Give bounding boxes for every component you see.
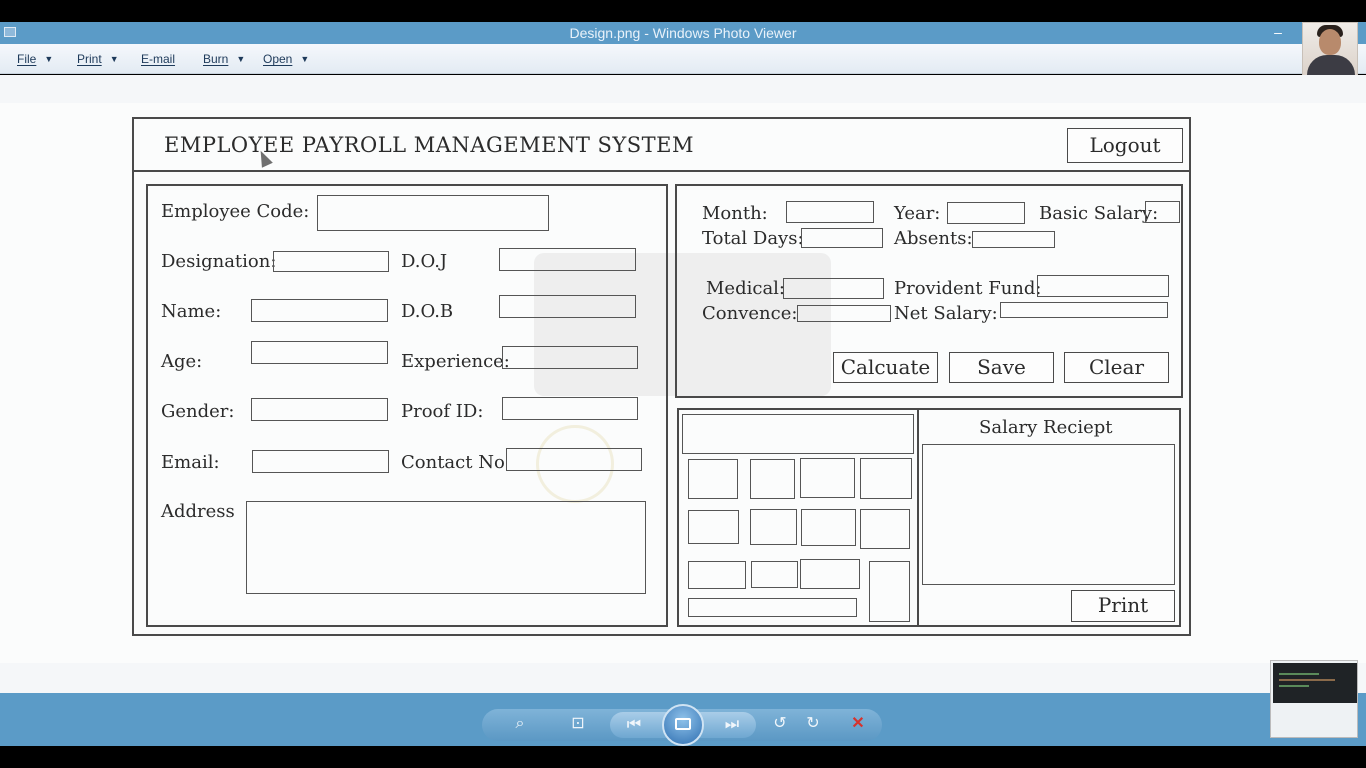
- label-contact-no: Contact No: [401, 452, 505, 473]
- image-canvas: [0, 75, 1366, 693]
- salary-receipt-area: [922, 444, 1175, 585]
- label-doj: D.O.J: [401, 251, 448, 272]
- minimize-button[interactable]: –: [1274, 24, 1282, 40]
- gender-field[interactable]: [251, 398, 388, 421]
- label-year: Year:: [894, 203, 941, 224]
- chevron-down-icon: ▼: [300, 54, 310, 64]
- net-salary-field[interactable]: [1000, 302, 1168, 318]
- label-absents: Absents:: [894, 228, 973, 249]
- chevron-down-icon: ▼: [236, 54, 246, 64]
- calculator-key[interactable]: [688, 598, 857, 617]
- menu-print[interactable]: Print ▼: [77, 52, 119, 66]
- experience-field[interactable]: [502, 346, 638, 369]
- basic-salary-field[interactable]: [1145, 201, 1180, 223]
- calculator-key[interactable]: [869, 561, 910, 622]
- save-button[interactable]: Save: [949, 352, 1054, 383]
- title-bar: Design.png - Windows Photo Viewer –: [0, 22, 1366, 44]
- calculator-key[interactable]: [800, 458, 855, 498]
- label-designation: Designation:: [161, 251, 277, 272]
- calculator-key[interactable]: [688, 561, 746, 589]
- logout-button[interactable]: Logout: [1067, 128, 1183, 163]
- label-month: Month:: [702, 203, 768, 224]
- taskbar-thumbnail: [1270, 660, 1358, 738]
- proof-id-field[interactable]: [502, 397, 638, 420]
- menu-bar: File ▼ Print ▼ E-mail Burn ▼ Open ▼: [0, 44, 1366, 74]
- calculator-key[interactable]: [801, 509, 856, 546]
- month-field[interactable]: [786, 201, 874, 223]
- slideshow-icon[interactable]: [662, 704, 704, 746]
- label-medical: Medical:: [706, 278, 785, 299]
- absents-field[interactable]: [972, 231, 1055, 248]
- header-frame: [132, 117, 1191, 172]
- label-name: Name:: [161, 301, 222, 322]
- convence-field[interactable]: [797, 305, 891, 322]
- total-days-field[interactable]: [801, 228, 883, 248]
- window-title: Design.png - Windows Photo Viewer: [569, 25, 797, 41]
- label-employee-code: Employee Code:: [161, 201, 310, 222]
- salary-receipt-title: Salary Reciept: [979, 417, 1113, 438]
- calculator-key[interactable]: [860, 509, 910, 549]
- photo-viewer-app-icon: [4, 27, 16, 37]
- address-field[interactable]: [246, 501, 646, 594]
- webcam-overlay: [1302, 22, 1358, 82]
- contact-no-field[interactable]: [506, 448, 642, 471]
- label-net-salary: Net Salary:: [894, 303, 998, 324]
- calculator-display: [682, 414, 914, 454]
- doj-field[interactable]: [499, 248, 636, 271]
- menu-burn[interactable]: Burn ▼: [203, 52, 246, 66]
- calculator-key[interactable]: [750, 459, 795, 499]
- label-email: Email:: [161, 452, 220, 473]
- calculator-key[interactable]: [750, 509, 797, 545]
- calculator-key[interactable]: [688, 510, 739, 544]
- delete-icon[interactable]: ✕: [851, 715, 865, 732]
- label-total-days: Total Days:: [702, 228, 804, 249]
- calculate-button[interactable]: Calcuate: [833, 352, 938, 383]
- label-address: Address: [161, 501, 235, 522]
- next-icon[interactable]: ⏭: [724, 716, 740, 733]
- receipt-panel: [917, 408, 1181, 627]
- label-age: Age:: [161, 351, 203, 372]
- chevron-down-icon: ▼: [44, 54, 54, 64]
- year-field[interactable]: [947, 202, 1025, 224]
- actual-size-icon[interactable]: ⊡: [571, 715, 585, 732]
- designation-field[interactable]: [273, 251, 389, 272]
- calculator-key[interactable]: [800, 559, 860, 589]
- print-button[interactable]: Print: [1071, 590, 1175, 622]
- salary-panel: [675, 184, 1183, 398]
- label-gender: Gender:: [161, 401, 235, 422]
- label-provident-fund: Provident Fund:: [894, 278, 1042, 299]
- email-field[interactable]: [252, 450, 389, 473]
- zoom-icon[interactable]: ⌕: [515, 715, 525, 732]
- medical-field[interactable]: [783, 278, 884, 299]
- name-field[interactable]: [251, 299, 388, 322]
- top-black-border: [0, 0, 1366, 22]
- provident-fund-field[interactable]: [1037, 275, 1169, 297]
- rotate-counterclockwise-icon[interactable]: ↺: [773, 715, 787, 732]
- label-dob: D.O.B: [401, 301, 454, 322]
- label-proof-id: Proof ID:: [401, 401, 484, 422]
- employee-panel: [146, 184, 668, 627]
- rotate-clockwise-icon[interactable]: ↻: [806, 715, 820, 732]
- chevron-down-icon: ▼: [109, 54, 119, 64]
- previous-icon[interactable]: ⏮: [626, 716, 642, 733]
- label-experience: Experience:: [401, 351, 510, 372]
- label-basic-salary: Basic Salary:: [1039, 203, 1159, 224]
- app-title: EMPLOYEE PAYROLL MANAGEMENT SYSTEM: [164, 133, 694, 157]
- calculator-key[interactable]: [688, 459, 738, 499]
- menu-email[interactable]: E-mail: [141, 52, 176, 66]
- age-field[interactable]: [251, 341, 388, 364]
- bottom-black-border: [0, 746, 1366, 768]
- calculator-key[interactable]: [860, 458, 912, 499]
- clear-button[interactable]: Clear: [1064, 352, 1169, 383]
- dob-field[interactable]: [499, 295, 636, 318]
- employee-code-field[interactable]: [317, 195, 549, 231]
- calculator-key[interactable]: [751, 561, 798, 588]
- menu-file[interactable]: File ▼: [17, 52, 54, 66]
- label-convence: Convence:: [702, 303, 798, 324]
- watermark-box: [534, 253, 831, 396]
- menu-open[interactable]: Open ▼: [263, 52, 310, 66]
